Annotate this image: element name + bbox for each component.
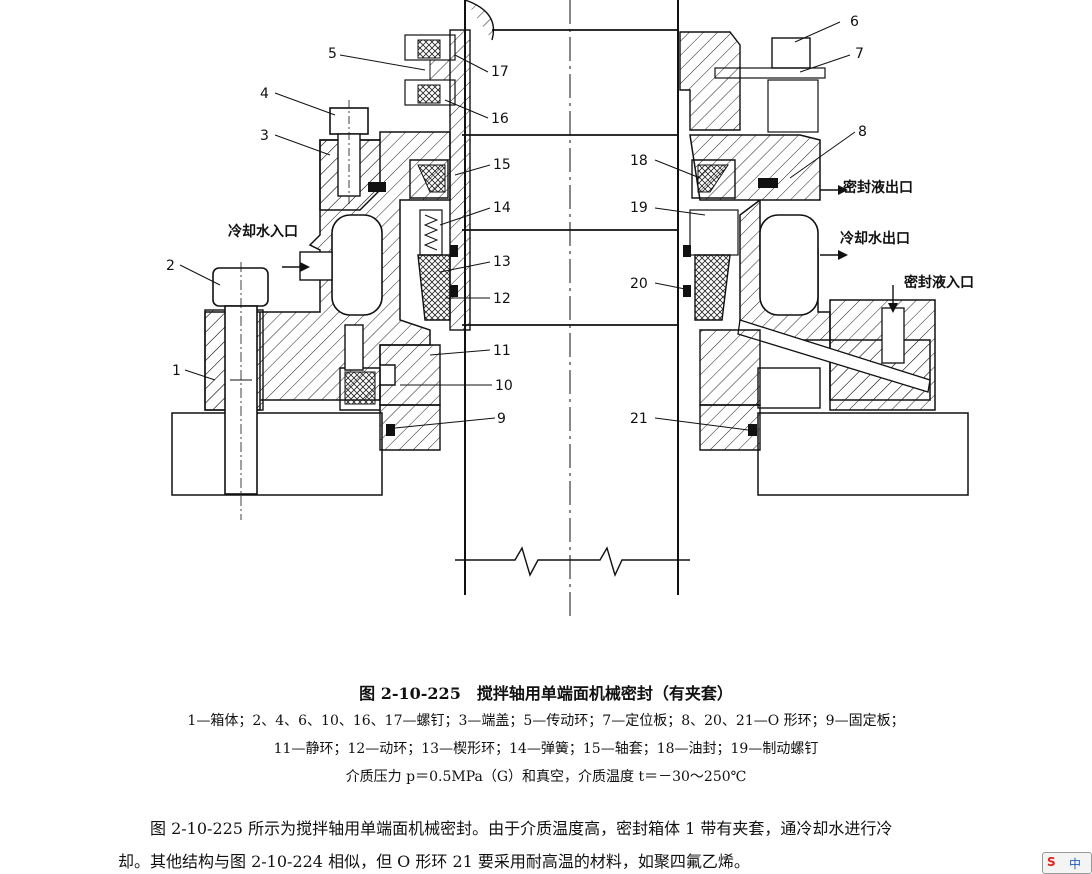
flow-arrows	[282, 185, 898, 313]
part-label-1: 1	[172, 363, 181, 379]
seal-assembly-left	[339, 159, 458, 451]
part-label-11: 11	[493, 343, 511, 359]
part-label-18: 18	[630, 153, 648, 169]
cooling-water-inlet-label: 冷却水入口	[228, 223, 298, 240]
part-label-16: 16	[491, 111, 509, 127]
base-plate	[171, 412, 969, 496]
part-label-9: 9	[497, 411, 506, 427]
part-number-labels: 1 2 3 4 5 6 7 8 9 10 11 12 13 14 15 16 1…	[166, 14, 867, 427]
shaft	[455, 0, 690, 620]
part-label-13: 13	[493, 254, 511, 270]
mechanical-seal-drawing: 1 2 3 4 5 6 7 8 9 10 11 12 13 14 15 16 1…	[166, 0, 974, 620]
legend-line: 11—静环；12—动环；13—楔形环；14—弹簧；15—轴套；18—油封；19—…	[273, 741, 819, 757]
part-label-21: 21	[630, 411, 648, 427]
part-label-2: 2	[166, 258, 175, 274]
drive-ring	[404, 31, 826, 133]
operating-conditions: 介质压力 p＝0.5MPa（G）和真空，介质温度 t＝－30～250℃	[345, 769, 747, 785]
part-label-19: 19	[630, 200, 648, 216]
part-label-20: 20	[630, 276, 648, 292]
part-label-15: 15	[493, 157, 511, 173]
part-label-7: 7	[855, 46, 864, 62]
leader-lines	[179, 21, 856, 431]
part-label-8: 8	[858, 124, 867, 140]
part-label-17: 17	[491, 64, 509, 80]
figure-title: 图 2-10-225 搅拌轴用单端面机械密封（有夹套）	[359, 684, 733, 703]
part-label-5: 5	[328, 46, 337, 62]
part-label-4: 4	[260, 86, 269, 102]
part-label-14: 14	[493, 200, 511, 216]
part-label-6: 6	[850, 14, 859, 30]
part-label-10: 10	[495, 378, 513, 394]
ime-logo-icon: S	[1047, 855, 1056, 869]
cooling-water-outlet-label: 冷却水出口	[840, 230, 910, 247]
ime-toolbar[interactable]: S 中	[1042, 852, 1092, 874]
body-paragraph-line: 却。其他结构与图 2-10-224 相似，但 O 形环 21 要采用耐高温的材料…	[118, 852, 750, 871]
flow-callouts: 冷却水入口 密封液出口 冷却水出口 密封液入口	[228, 179, 974, 291]
bolt-4	[329, 100, 369, 205]
ime-language-toggle[interactable]: 中	[1069, 857, 1082, 871]
body-paragraph-line: 图 2-10-225 所示为搅拌轴用单端面机械密封。由于介质温度高，密封箱体 1…	[150, 819, 893, 838]
housing-right	[689, 134, 936, 411]
legend-line: 1—箱体；2、4、6、10、16、17—螺钉；3—端盖；5—传动环；7—定位板；…	[187, 713, 905, 729]
bolt-2	[212, 262, 269, 520]
part-label-3: 3	[260, 128, 269, 144]
part-label-12: 12	[493, 291, 511, 307]
seal-fluid-inlet-label: 密封液入口	[903, 274, 974, 291]
seal-fluid-outlet-label: 密封液出口	[842, 179, 913, 196]
